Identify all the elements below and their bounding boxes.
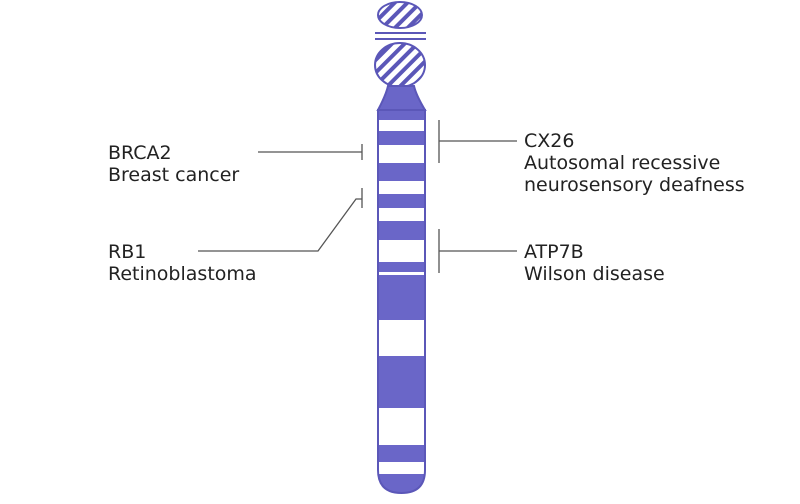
short-arm-bulb [374, 42, 426, 88]
band-light-1 [378, 120, 425, 131]
gene-name: BRCA2 [108, 142, 172, 164]
disease-name-line1: Autosomal recessive [524, 152, 721, 174]
satellite-top [377, 1, 423, 29]
band-light-6 [378, 272, 425, 275]
gene-name: CX26 [524, 130, 575, 152]
long-arm-outline [377, 109, 426, 495]
band-light-3 [378, 181, 425, 194]
centromere [376, 85, 427, 111]
label-cx26: CX26 Autosomal recessive neurosensory de… [524, 130, 745, 196]
band-light-4 [378, 208, 425, 221]
band-light-8 [378, 408, 425, 445]
band-light-5 [378, 240, 425, 262]
label-atp7b: ATP7B Wilson disease [524, 241, 665, 285]
disease-name: Wilson disease [524, 263, 665, 285]
gene-name: RB1 [108, 241, 147, 263]
disease-name-line2: neurosensory deafness [524, 174, 745, 196]
band-light-7 [378, 320, 425, 356]
band-light-9 [378, 462, 425, 474]
disease-name: Breast cancer [108, 164, 240, 186]
leader-rb1 [198, 198, 362, 252]
label-brca2: BRCA2 Breast cancer [108, 142, 239, 186]
label-rb1: RB1 Retinoblastoma [108, 241, 257, 285]
gene-name: ATP7B [524, 241, 584, 263]
disease-name: Retinoblastoma [108, 263, 257, 285]
band-light-2 [378, 145, 425, 163]
